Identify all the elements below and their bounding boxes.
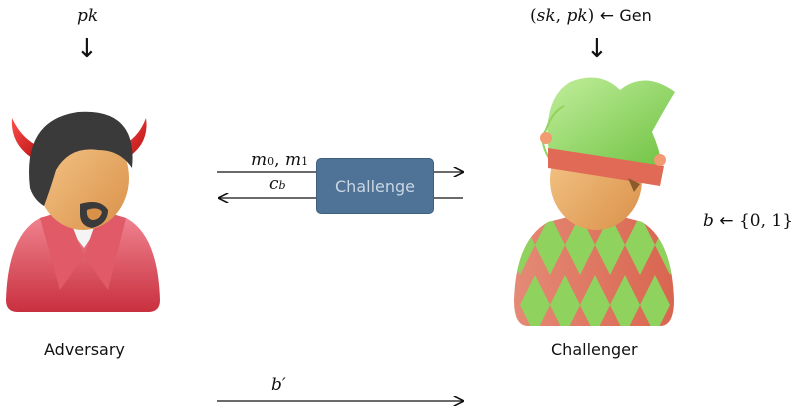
challenge-box: Challenge [316, 158, 434, 214]
challenger-down-arrow: ↓ [586, 34, 608, 64]
bit-b: b [703, 211, 714, 231]
guess-bprime: b′ [271, 375, 286, 395]
gen-pk: pk [566, 6, 588, 26]
adversary-devil-icon [6, 111, 160, 312]
gen-arrow: ← [599, 6, 614, 26]
gen-sk: sk [536, 6, 556, 26]
gen-close-paren: ) [587, 6, 595, 26]
key-generation: (sk, pk) ← Gen [530, 6, 652, 26]
ciphertext-cb: cb [269, 174, 286, 194]
gen-comma: , [555, 6, 567, 26]
cb-base: c [269, 174, 279, 194]
gen-open-paren: ( [530, 6, 537, 26]
m1-sub: 1 [301, 155, 309, 168]
challenge-label: Challenge [335, 176, 415, 196]
challenger-jester-icon [514, 77, 675, 326]
adversary-down-arrow: ↓ [76, 34, 98, 64]
cb-sub: b [278, 179, 286, 192]
adversary-input-pk: pk [77, 6, 99, 26]
m0-sub: 0 [267, 155, 275, 168]
message-m0-m1: m0, m1 [251, 150, 308, 170]
bit-arrow: ← [719, 211, 734, 231]
m1-base: m [284, 150, 302, 170]
m0-base: m [251, 150, 268, 170]
gen-function: Gen [619, 6, 652, 25]
bit-sampling: b ← {0, 1} [703, 211, 793, 231]
bit-set: {0, 1} [738, 211, 793, 231]
adversary-name: Adversary [44, 340, 125, 359]
challenger-name: Challenger [551, 340, 638, 359]
m-sep: , [274, 150, 285, 170]
